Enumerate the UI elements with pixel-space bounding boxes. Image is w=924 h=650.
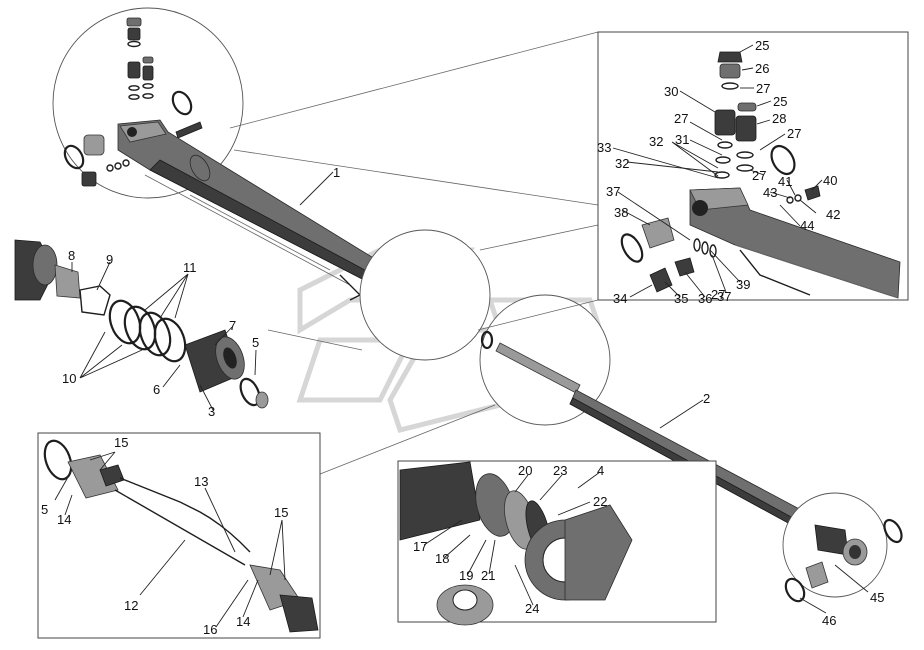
callout-31: 31 [675, 132, 689, 147]
callout-46: 46 [822, 613, 836, 628]
callout-13: 13 [194, 474, 208, 489]
callout-43: 43 [763, 185, 777, 200]
callout-39: 39 [736, 277, 750, 292]
callout-37-a: 37 [606, 184, 620, 199]
inset-rod-spring [37, 432, 321, 639]
callout-20: 20 [518, 463, 532, 478]
callout-16: 16 [203, 622, 217, 637]
callout-6: 6 [153, 382, 160, 397]
callout-34: 34 [613, 291, 627, 306]
callout-8: 8 [68, 248, 75, 263]
callout-2: 2 [703, 391, 710, 406]
callout-44: 44 [800, 218, 814, 233]
callout-27-a: 27 [756, 81, 770, 96]
callout-5-lower: 5 [41, 502, 48, 517]
callout-32-a: 32 [649, 134, 663, 149]
callout-3: 3 [208, 404, 215, 419]
callout-7: 7 [229, 318, 236, 333]
callout-4: 4 [597, 463, 604, 478]
callout-22: 22 [593, 494, 607, 509]
callout-15-right: 15 [274, 505, 288, 520]
callout-33: 33 [597, 140, 611, 155]
callout-38: 38 [614, 205, 628, 220]
callout-25-mid: 25 [773, 94, 787, 109]
callout-26: 26 [755, 61, 769, 76]
callout-27-b: 27 [787, 126, 801, 141]
callout-40: 40 [823, 173, 837, 188]
callout-5-upper: 5 [252, 335, 259, 350]
callout-18: 18 [435, 551, 449, 566]
callout-27-c: 27 [674, 111, 688, 126]
inset-rod-eye [397, 460, 717, 626]
callout-24: 24 [525, 601, 539, 616]
callout-labels: 1 2 3 4 5 5 6 7 8 9 10 11 12 13 14 14 15… [41, 38, 884, 637]
callout-27-e: 27 [711, 287, 725, 302]
callout-37-b: 37 [717, 289, 731, 304]
callout-14-right: 14 [236, 614, 250, 629]
callout-28: 28 [772, 111, 786, 126]
callout-45: 45 [870, 590, 884, 605]
callout-36: 36 [698, 291, 712, 306]
callout-17: 17 [413, 539, 427, 554]
callout-25-top: 25 [755, 38, 769, 53]
callout-15-left: 15 [114, 435, 128, 450]
callout-14-left: 14 [57, 512, 71, 527]
detail-circle-rod-end [782, 492, 903, 603]
detail-circle-top-left [52, 7, 599, 206]
callout-21: 21 [481, 568, 495, 583]
callout-19: 19 [459, 568, 473, 583]
callout-30: 30 [664, 84, 678, 99]
callout-1: 1 [333, 165, 340, 180]
callout-42: 42 [826, 207, 840, 222]
callout-41: 41 [778, 174, 792, 189]
callout-12: 12 [124, 598, 138, 613]
callout-32-b: 32 [615, 156, 629, 171]
callout-10: 10 [62, 371, 76, 386]
inset-valve-block [597, 31, 909, 301]
callout-23: 23 [553, 463, 567, 478]
leader-lines [54, 44, 869, 628]
callout-35: 35 [674, 291, 688, 306]
piston-assembly-left [14, 239, 269, 409]
callout-11: 11 [183, 260, 197, 275]
callout-27-d: 27 [752, 168, 766, 183]
cylinder-barrel [117, 119, 381, 301]
callout-9: 9 [106, 252, 113, 267]
